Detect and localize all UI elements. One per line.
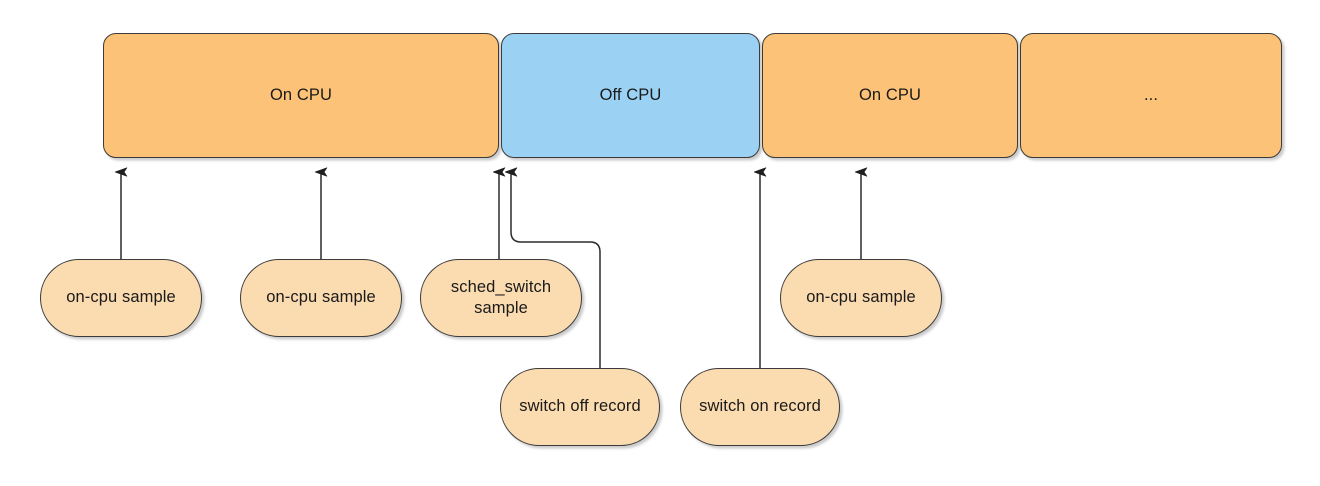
sample-node-on-cpu-2[interactable]: on-cpu sample: [240, 259, 402, 337]
record-node-label: switch off record: [519, 397, 641, 416]
timeline-segment-on-cpu-1[interactable]: On CPU: [103, 33, 499, 158]
sample-node-sched-switch[interactable]: sched_switch sample: [420, 259, 582, 337]
sample-node-on-cpu-1[interactable]: on-cpu sample: [40, 259, 202, 337]
timeline-segment-label: ...: [1143, 85, 1159, 104]
sample-node-label: sched_switch sample: [450, 277, 552, 317]
sample-node-label: on-cpu sample: [66, 288, 176, 307]
timeline-segment-on-cpu-2[interactable]: On CPU: [762, 33, 1018, 158]
sample-node-label: on-cpu sample: [806, 288, 916, 307]
record-node-switch-on[interactable]: switch on record: [680, 368, 840, 446]
timeline-segment-label: On CPU: [269, 85, 333, 104]
sample-node-label: on-cpu sample: [266, 288, 376, 307]
sample-node-on-cpu-3[interactable]: on-cpu sample: [780, 259, 942, 337]
record-node-label: switch on record: [699, 397, 821, 416]
timeline-segment-label: Off CPU: [599, 85, 662, 104]
timeline-segment-label: On CPU: [858, 85, 922, 104]
timeline-segment-off-cpu[interactable]: Off CPU: [501, 33, 760, 158]
timeline-segment-more[interactable]: ...: [1020, 33, 1282, 158]
record-node-switch-off[interactable]: switch off record: [500, 368, 660, 446]
